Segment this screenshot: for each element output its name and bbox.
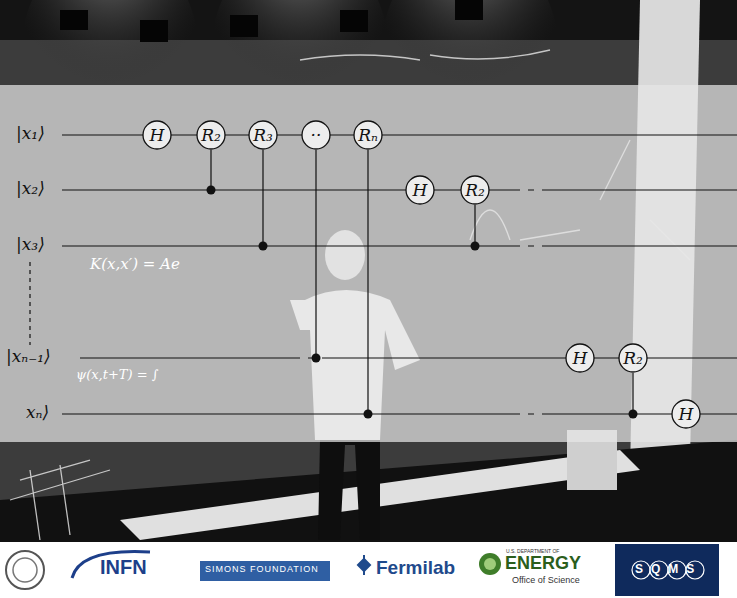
qubit-label: |x₃⟩ bbox=[16, 235, 45, 254]
logo-text: Office of Science bbox=[512, 576, 580, 586]
hadamard-gate: H bbox=[142, 120, 172, 150]
ellipsis-gate: ·· bbox=[301, 120, 331, 150]
chalk-formula: K(x,x′) = Ae bbox=[90, 256, 180, 273]
gate-label: H bbox=[573, 350, 588, 367]
rotation-gate: R₂ bbox=[460, 175, 490, 205]
gate-label: Rₙ bbox=[358, 127, 378, 144]
chalk-formula: ψ(x,t+T) = ∫ bbox=[76, 368, 159, 382]
rotation-gate: R₂ bbox=[618, 343, 648, 373]
hadamard-gate: H bbox=[671, 399, 701, 429]
gate-label: R₃ bbox=[253, 127, 273, 144]
logo-text: SIMONS FOUNDATION bbox=[205, 565, 319, 575]
gate-label: ·· bbox=[311, 127, 322, 144]
qubit-label: |xₙ₋₁⟩ bbox=[6, 347, 51, 366]
logo-text: SQMS bbox=[635, 563, 702, 576]
gate-label: H bbox=[679, 406, 694, 423]
gate-label: R₂ bbox=[465, 182, 485, 199]
logo-text: Fermilab bbox=[376, 558, 455, 579]
gate-label: R₂ bbox=[201, 127, 221, 144]
qubit-label: xₙ⟩ bbox=[26, 403, 49, 422]
logo-text: INFN bbox=[100, 556, 147, 578]
hadamard-gate: H bbox=[405, 175, 435, 205]
rotation-gate: R₂ bbox=[196, 120, 226, 150]
qubit-label: |x₁⟩ bbox=[16, 124, 45, 143]
gate-label: H bbox=[150, 127, 165, 144]
hadamard-gate: H bbox=[565, 343, 595, 373]
rotation-gate: Rₙ bbox=[353, 120, 383, 150]
rotation-gate: R₃ bbox=[248, 120, 278, 150]
qubit-label: |x₂⟩ bbox=[16, 179, 45, 198]
logo-text: ENERGY bbox=[505, 554, 581, 574]
gate-label: R₂ bbox=[623, 350, 643, 367]
gate-label: H bbox=[413, 182, 428, 199]
